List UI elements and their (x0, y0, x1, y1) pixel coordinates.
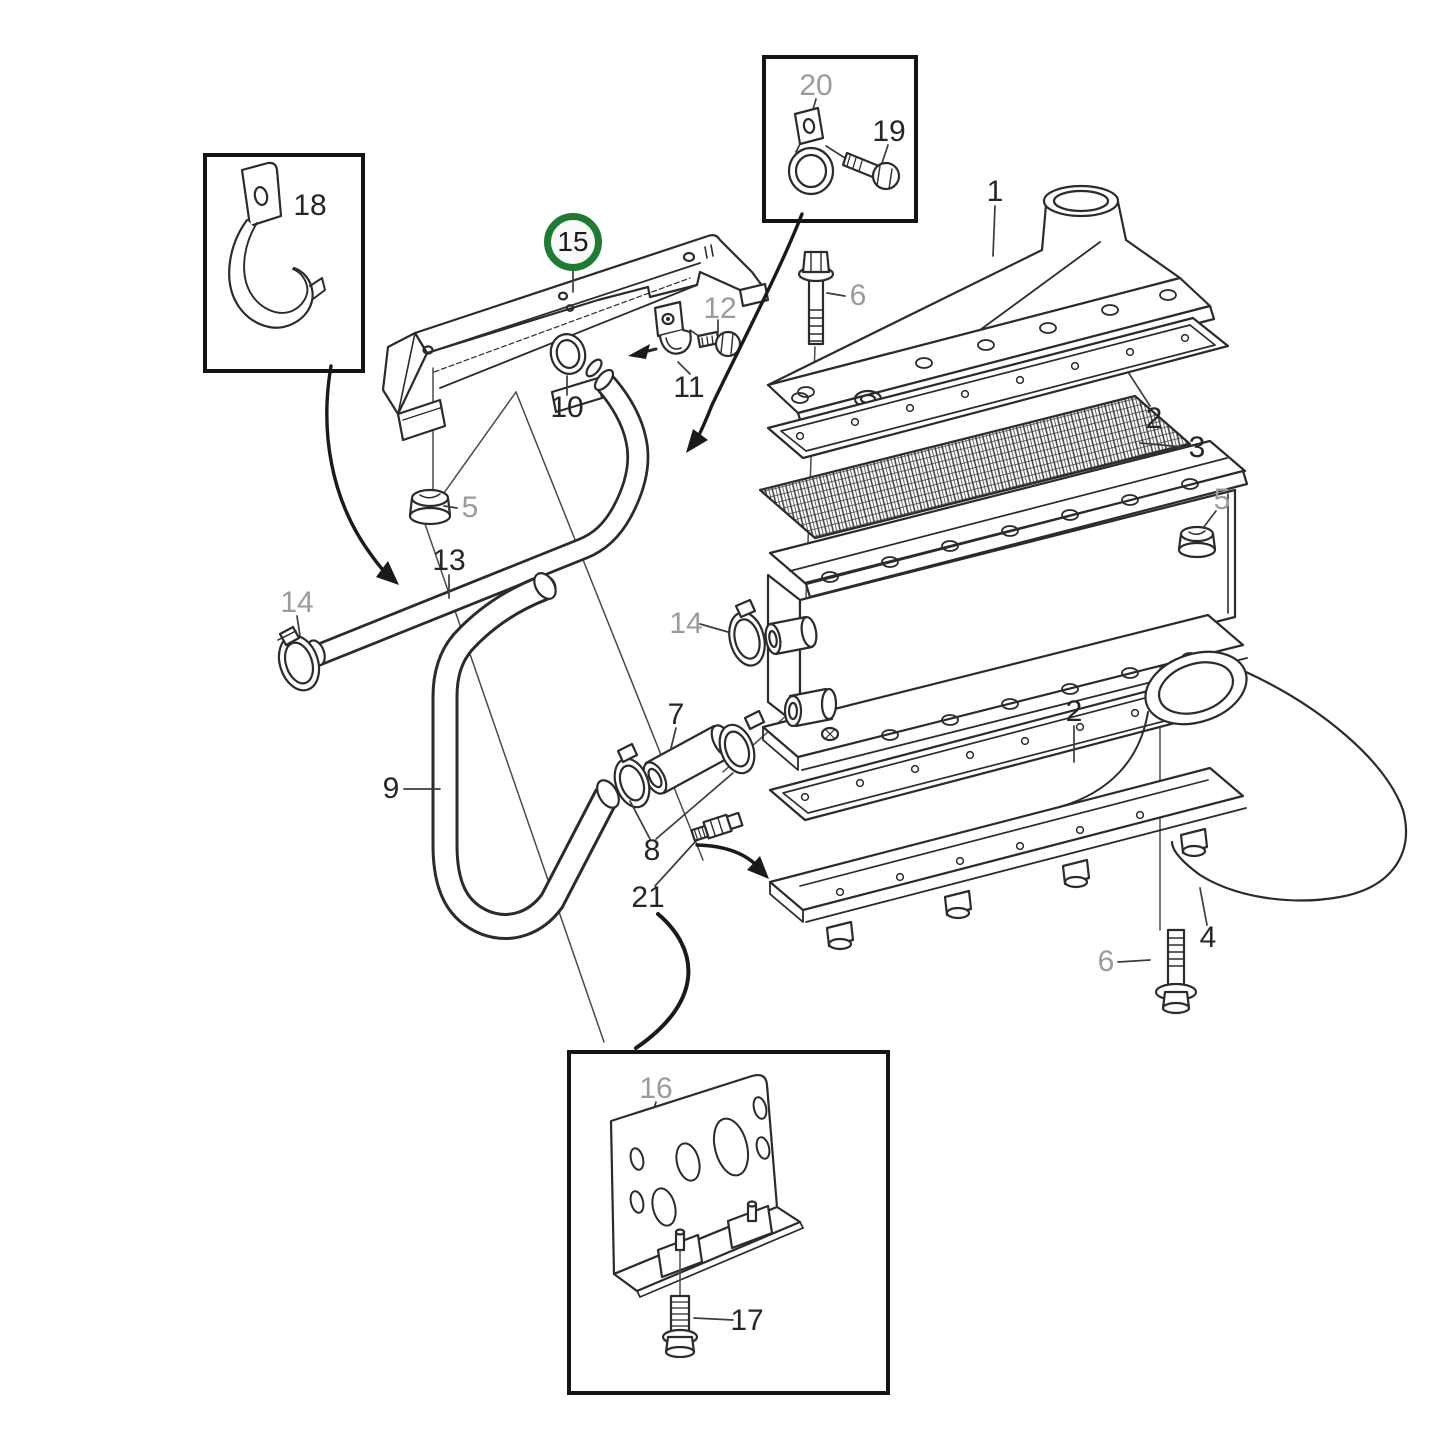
part-8-clamp-left (613, 742, 651, 809)
part-6-bolt-top (797, 250, 835, 346)
leader-lines (296, 98, 1217, 1321)
cover-bolt-bumps (791, 289, 1177, 404)
inset-parts-16-17 (567, 1050, 890, 1395)
part-18-hook-clamp (228, 161, 326, 329)
part-5-nut-right (1177, 525, 1217, 559)
highlighted-part-number: 15 (557, 226, 589, 257)
part-15-bracket (381, 234, 770, 442)
part-4-lower-tank (768, 650, 1408, 951)
part-3-cooler-core (758, 394, 1249, 599)
inset-part-18 (203, 153, 365, 373)
part-5-nut-left (408, 488, 452, 526)
reference-arrows (325, 212, 804, 1050)
part-14-clamp-right (728, 598, 766, 667)
part-12-bolt (696, 330, 742, 358)
bracket-pads (656, 1200, 774, 1279)
part-13-hose-upper (306, 358, 650, 667)
install-arrow-11 (628, 344, 658, 359)
lower-port-stub (783, 687, 838, 728)
part-8-clamp-right (718, 709, 766, 775)
part-20-clamp (787, 106, 835, 196)
part-9-hose-lower (431, 572, 620, 940)
part-11-clamp (653, 300, 704, 355)
inset-parts-19-20 (762, 55, 918, 223)
part-17-bolt (661, 1294, 699, 1359)
tank-feet (825, 827, 1209, 951)
highlighted-part-badge: 15 (544, 213, 602, 271)
part-21-sensor (690, 811, 744, 842)
part-6-bolt-bottom (1154, 928, 1198, 1015)
part-14-clamp-left (277, 625, 321, 692)
part-16-bracket (609, 1073, 804, 1298)
part-19-bolt (841, 151, 901, 191)
upper-port-stub (764, 615, 818, 656)
part-10-ring (549, 333, 587, 375)
part-2-gasket-upper (766, 316, 1230, 460)
